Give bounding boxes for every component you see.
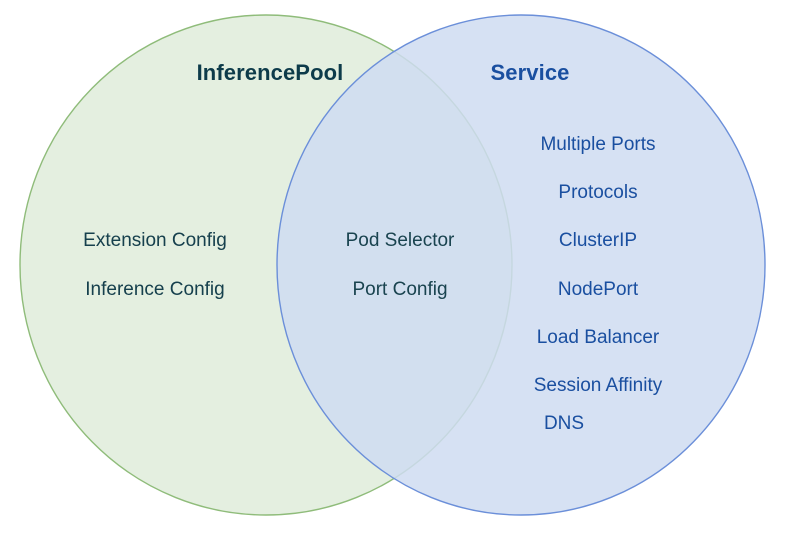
right-set-title: Service — [490, 60, 570, 85]
left-set-title: InferencePool — [196, 60, 344, 85]
right-set-item-0: Multiple Ports — [540, 134, 656, 155]
right-set-item-3: NodePort — [557, 279, 639, 300]
intersection-item-0: Pod Selector — [345, 230, 455, 251]
left-set-item-1: Inference Config — [85, 279, 225, 300]
intersection-item-1: Port Config — [352, 279, 448, 300]
right-circle-service — [276, 14, 766, 516]
right-set-item-4: Load Balancer — [536, 327, 660, 348]
right-set-item-5: Session Affinity — [533, 375, 663, 396]
right-set-item-1: Protocols — [558, 182, 638, 203]
left-set-item-0: Extension Config — [83, 230, 227, 251]
right-set-item-2: ClusterIP — [558, 230, 638, 251]
right-set-item-6: DNS — [543, 413, 585, 434]
